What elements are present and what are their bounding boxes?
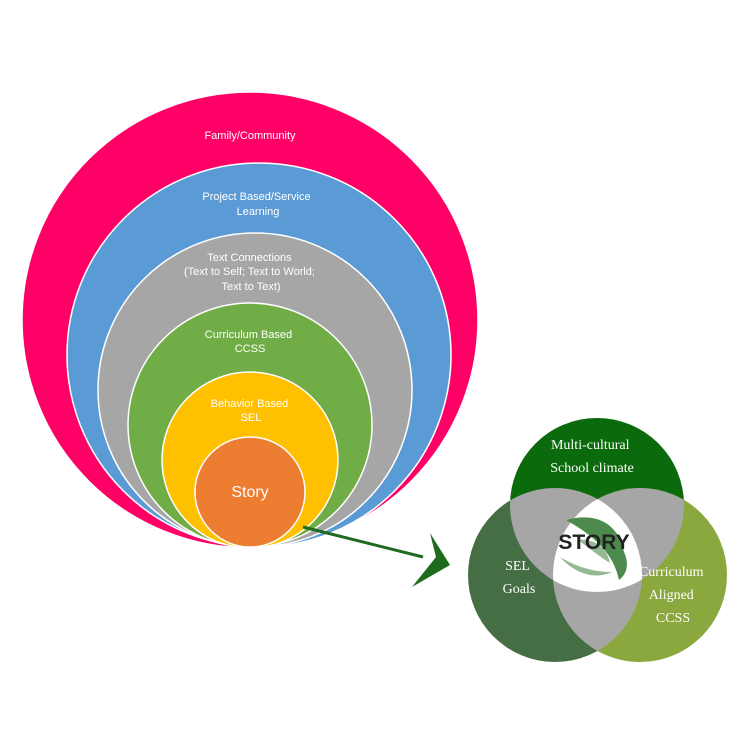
- label-project-based: Project Based/Service Learning: [202, 191, 313, 218]
- nested-circles: Family/Community Project Based/Service L…: [21, 91, 479, 549]
- arrow-shaft: [302, 525, 424, 559]
- label-behavior-based: Behavior Based SEL: [211, 398, 292, 424]
- leaf-icon-bottom: [560, 557, 612, 576]
- venn-label-school-climate: Multi-cultural School climate: [550, 438, 634, 476]
- arrow-head: [412, 533, 450, 587]
- venn-label-sel-goals: SEL Goals: [503, 559, 536, 597]
- venn-diagram: STORY Multi-cultural School climate SEL …: [468, 418, 727, 662]
- label-family-community: Family/Community: [204, 130, 296, 142]
- venn-label-curriculum-aligned: Curriculum Aligned CCSS: [639, 565, 707, 626]
- arrow-connector: [302, 525, 450, 587]
- label-story: Story: [231, 484, 268, 501]
- leaf-icon: [566, 517, 627, 580]
- label-curriculum-based: Curriculum Based CCSS: [205, 329, 295, 355]
- label-text-connections: Text Connections (Text to Self; Text to …: [184, 252, 318, 293]
- ring-story: [194, 436, 306, 548]
- leaf-icon-small: [578, 539, 610, 563]
- venn-center-label: STORY: [558, 531, 629, 554]
